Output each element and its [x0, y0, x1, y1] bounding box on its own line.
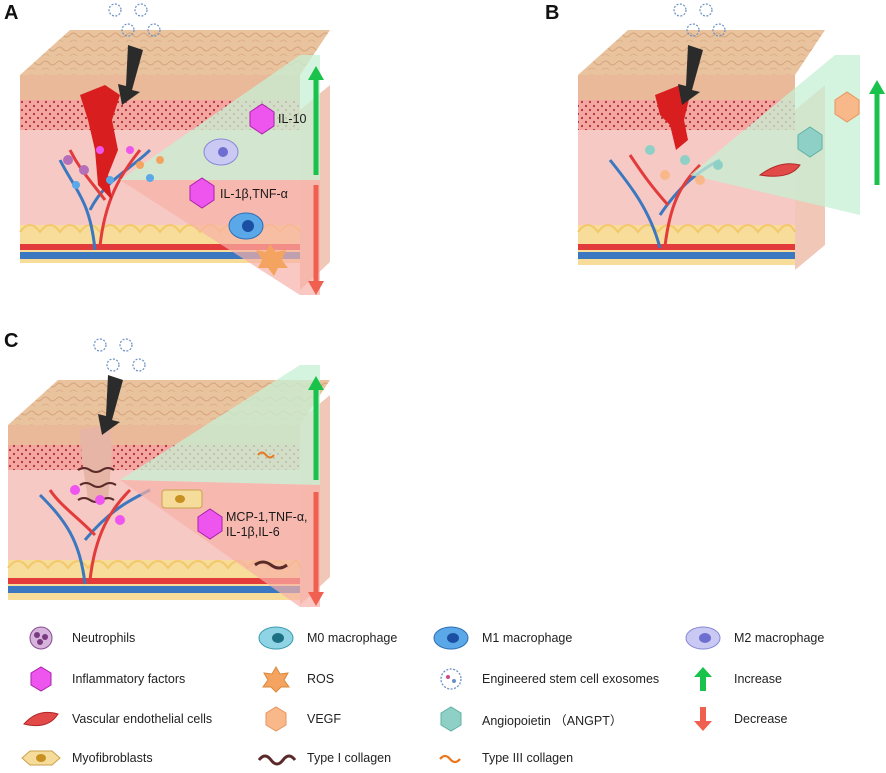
- legend-exosomes: Engineered stem cell exosomes: [430, 666, 659, 692]
- m1-macrophage-icon: [430, 625, 472, 651]
- legend-m2-label: M2 macrophage: [734, 631, 825, 645]
- inflammatory-factor-icon: [20, 666, 62, 692]
- legend-decrease: Decrease: [682, 706, 788, 732]
- panel-a-diagram: [19, 3, 330, 295]
- neutrophil-icon: [20, 625, 62, 651]
- angiopoietin-icon: [430, 706, 472, 732]
- legend-ros-label: ROS: [307, 672, 335, 686]
- legend-neutrophils: Neutrophils: [20, 625, 135, 651]
- legend-decrease-label: Decrease: [734, 712, 788, 726]
- legend-neutrophils-label: Neutrophils: [72, 631, 136, 645]
- legend-m2: M2 macrophage: [682, 625, 824, 651]
- legend-collagen3-label: Type III collagen: [482, 751, 574, 765]
- legend-increase-label: Increase: [734, 672, 782, 686]
- legend-m1-label: M1 macrophage: [482, 631, 573, 645]
- legend-collagen1-label: Type I collagen: [307, 751, 392, 765]
- legend-endothelial: Vascular endothelial cells: [20, 706, 212, 732]
- increase-arrow-icon: [682, 666, 724, 692]
- endothelial-cell-icon: [20, 706, 62, 732]
- panel-c-decrease-label: MCP-1,TNF-α, IL-1β,IL-6: [226, 510, 308, 539]
- legend-m0-label: M0 macrophage: [307, 631, 398, 645]
- legend-ros: ROS: [255, 665, 335, 693]
- legend-inflammatory: Inflammatory factors: [20, 666, 185, 692]
- legend-collagen3: Type III collagen: [430, 745, 573, 771]
- panel-b-letter: B: [545, 2, 560, 24]
- legend-m0: M0 macrophage: [255, 625, 397, 651]
- legend-m1: M1 macrophage: [430, 625, 572, 651]
- panel-a-decrease-label: IL-1β,TNF-α: [220, 187, 288, 201]
- legend-myofibroblasts-label: Myofibroblasts: [72, 751, 153, 765]
- legend-angpt-label: Angiopoietin （ANGPT）: [482, 713, 623, 728]
- type-iii-collagen-icon: [430, 745, 472, 771]
- legend-collagen1: Type I collagen: [255, 745, 391, 771]
- panel-a-letter: A: [4, 2, 19, 24]
- legend-increase: Increase: [682, 666, 782, 692]
- myofibroblast-icon: [20, 745, 62, 771]
- vegf-icon: [255, 706, 297, 732]
- type-i-collagen-icon: [255, 745, 297, 771]
- panel-c-letter: C: [4, 330, 19, 352]
- legend-vegf: VEGF: [255, 706, 341, 732]
- panel-c-diagram: [7, 338, 330, 607]
- legend-exosomes-label: Engineered stem cell exosomes: [482, 672, 660, 686]
- legend-angpt: Angiopoietin （ANGPT）: [430, 706, 622, 732]
- m2-macrophage-icon: [682, 625, 724, 651]
- legend-inflammatory-label: Inflammatory factors: [72, 672, 186, 686]
- m0-macrophage-icon: [255, 625, 297, 651]
- ros-icon: [255, 665, 297, 693]
- legend-myofibroblasts: Myofibroblasts: [20, 745, 153, 771]
- exosome-icon: [430, 666, 472, 692]
- panel-b-diagram: [577, 3, 885, 270]
- panel-a-increase-label: IL-10: [278, 112, 307, 126]
- legend-endothelial-label: Vascular endothelial cells: [72, 712, 213, 726]
- decrease-arrow-icon: [682, 706, 724, 732]
- legend-vegf-label: VEGF: [307, 712, 342, 726]
